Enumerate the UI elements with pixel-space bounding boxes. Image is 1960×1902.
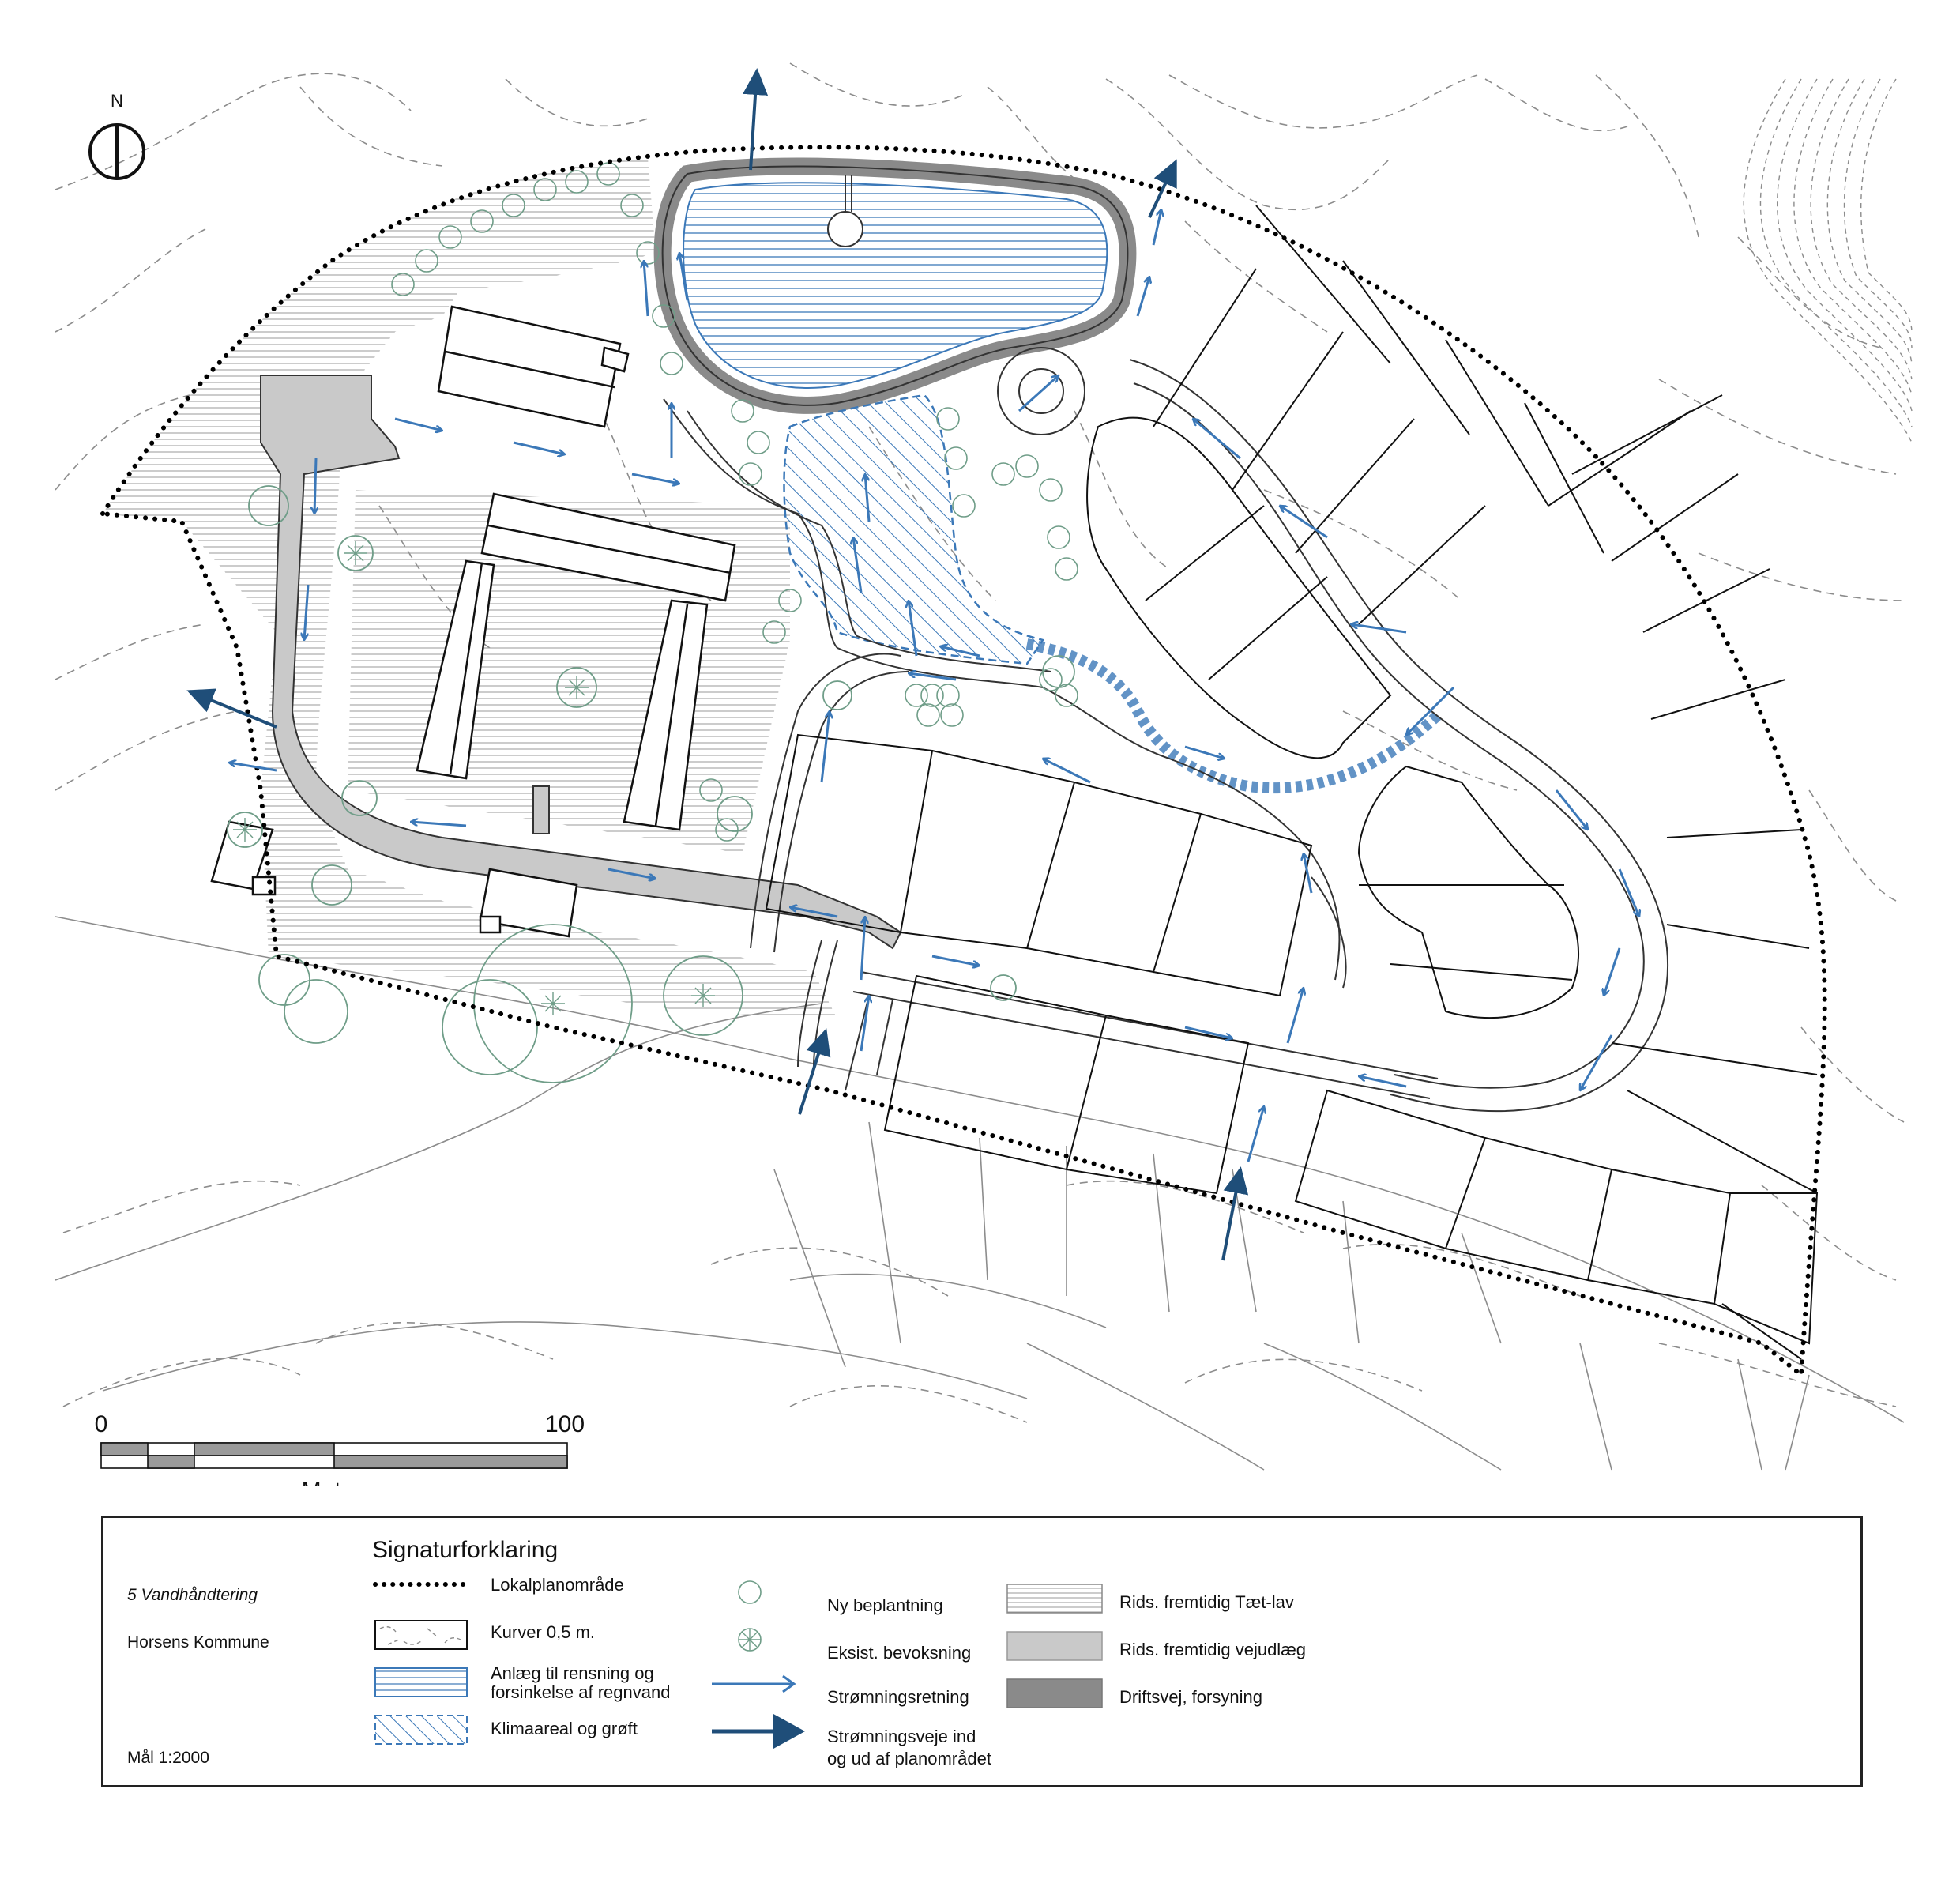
tree-asterisks xyxy=(233,541,715,1015)
rainwater-pond xyxy=(683,182,1108,389)
legend-label-taet-lav: Rids. fremtidig Tæt-lav xyxy=(1119,1592,1294,1612)
contour-lines xyxy=(55,62,1905,1423)
legend-label-flow-direction: Strømningsretning xyxy=(827,1687,969,1707)
legend-label-existing-vegetation: Eksist. bevoksning xyxy=(827,1643,972,1663)
site-plan-map: N 0 100 Meter xyxy=(55,62,1913,1486)
legend-label-flow-paths-2: og ud af planområdet xyxy=(827,1749,991,1768)
legend-climate-symbol xyxy=(374,1715,468,1745)
legend-symbols-col1 xyxy=(373,1582,469,1745)
legend-label-service-road: Driftsvej, forsyning xyxy=(1119,1687,1262,1707)
legend-label-climate: Klimaareal og grøft xyxy=(491,1719,638,1738)
vejudlaeg xyxy=(260,375,902,950)
legend-taet-lav-symbol xyxy=(1006,1584,1103,1614)
legend-new-planting-symbol xyxy=(738,1580,762,1604)
legend-box: Signaturforklaring 5 Vandhåndtering Hors… xyxy=(101,1516,1863,1787)
north-label: N xyxy=(111,91,123,111)
ny-beplantning xyxy=(391,162,1078,842)
legend-label-pond-1: Anlæg til rensning og xyxy=(491,1663,654,1683)
klimaareal xyxy=(783,394,1045,665)
scale-bar: 0 100 Meter xyxy=(95,1411,585,1486)
road-stub xyxy=(532,785,550,834)
lokalplan-boundary xyxy=(98,145,1827,1380)
legend-title: Signaturforklaring xyxy=(372,1537,559,1563)
legend-service-road-symbol xyxy=(1006,1678,1103,1708)
map-scale: Mål 1:2000 xyxy=(127,1749,209,1767)
plot-lines xyxy=(765,205,1819,1360)
legend-road-symbol xyxy=(1006,1631,1103,1661)
legend-contour-symbol xyxy=(374,1620,468,1650)
legend-label-new-planting: Ny beplantning xyxy=(827,1595,943,1615)
scale-end: 100 xyxy=(545,1411,585,1437)
legend-pond-symbol xyxy=(374,1667,468,1697)
legend-symbols-col3 xyxy=(1006,1584,1103,1708)
steep-contours xyxy=(1743,78,1913,443)
sheet-title: 5 Vandhåndtering xyxy=(127,1586,258,1604)
legend-label-road: Rids. fremtidig vejudlæg xyxy=(1119,1640,1306,1659)
pond-inlet xyxy=(827,211,863,247)
stroemningsretning-arrows xyxy=(229,209,1639,1162)
stroemningsveje-arrows xyxy=(186,68,1249,1261)
north-arrow: N xyxy=(88,91,145,180)
legend-label-flow-paths-1: Strømningsveje ind xyxy=(827,1727,976,1746)
loop-road xyxy=(997,347,1669,1113)
internal-roads xyxy=(663,398,1439,1099)
scale-unit: Meter xyxy=(302,1478,363,1486)
legend-label-boundary: Lokalplanområde xyxy=(491,1575,624,1595)
eksist-bevoksning xyxy=(227,485,1075,1083)
groeft xyxy=(1025,638,1442,794)
taet-lav-area xyxy=(103,158,837,1019)
buildings xyxy=(210,305,736,938)
legend-label-pond-2: forsinkelse af regnvand xyxy=(491,1682,671,1702)
municipality: Horsens Kommune xyxy=(127,1633,269,1652)
scale-start: 0 xyxy=(95,1411,108,1437)
legend-label-contours: Kurver 0,5 m. xyxy=(491,1622,596,1642)
legend-symbols-col2 xyxy=(712,1580,805,1749)
existing-lines xyxy=(55,916,1905,1471)
